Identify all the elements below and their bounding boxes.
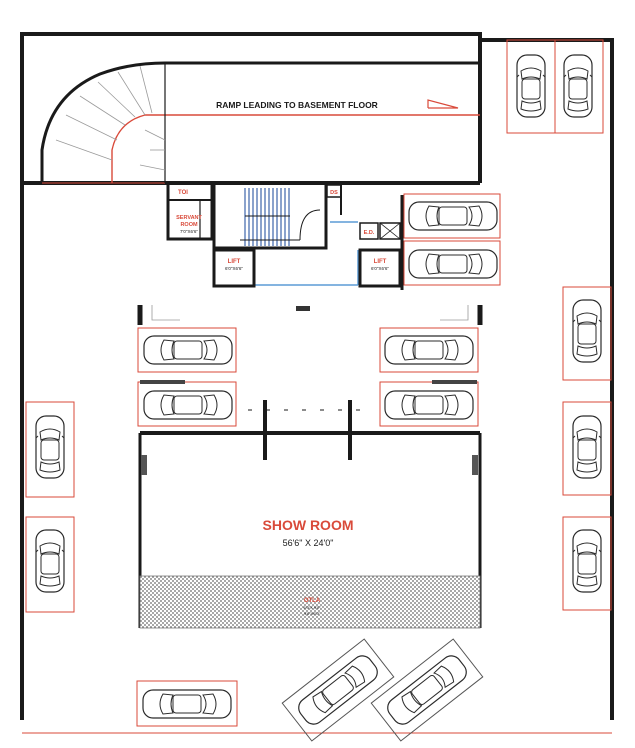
parking-slot-left-1	[25, 401, 75, 498]
stair-treads	[244, 188, 290, 246]
parking-slot-center-left-1	[137, 327, 237, 373]
parking-slot-left-2	[25, 516, 75, 613]
otla-size-2: 9'6"X6'0"	[304, 611, 321, 616]
electrical-duct-label: E.D.	[364, 230, 375, 236]
servant-room-label-2: ROOM	[180, 222, 198, 228]
servant-room-label: SERVANT	[176, 215, 202, 221]
showroom: SHOW ROOM 56'6" X 24'0" OTLA 6'0"X 9'0" …	[137, 305, 483, 629]
parking-slot-top-right-1	[506, 39, 556, 134]
parking-slot-right-3	[562, 516, 612, 611]
parking-slot-mid-right-1	[403, 193, 501, 239]
duct-label: DS	[330, 190, 338, 196]
parking-slot-right-1	[562, 286, 612, 381]
parking-slot-right-2	[562, 401, 612, 496]
parking-slot-top-right-2	[554, 39, 604, 134]
otla-label: OTLA	[304, 598, 321, 604]
lift-left-label: LIFT	[228, 259, 241, 265]
toilet-label: TOI	[178, 190, 188, 196]
parking-slot-bottom-left	[136, 680, 238, 727]
parking	[25, 39, 612, 742]
showroom-title: SHOW ROOM	[263, 517, 354, 533]
parking-slot-mid-right-2	[403, 240, 501, 286]
parking-slot-bottom-diagonal-1	[281, 638, 395, 742]
parking-slot-center-right-1	[379, 327, 479, 373]
parking-slot-center-right-2	[379, 380, 479, 427]
core-area: TOI SERVANT ROOM 7'0"X6'6" DS LIFT 6'0"X…	[166, 181, 404, 311]
otla-size-1: 6'0"X 9'0"	[303, 605, 321, 610]
lift-left-size: 6'0"X6'6"	[225, 266, 243, 271]
servant-room-size: 7'0"X6'6"	[180, 229, 198, 234]
lift-right-size: 6'0"X6'6"	[371, 266, 389, 271]
parking-slot-bottom-diagonal-2	[370, 638, 484, 742]
outer-walls	[20, 32, 614, 734]
showroom-size: 56'6" X 24'0"	[283, 538, 334, 548]
ramp-label: RAMP LEADING TO BASEMENT FLOOR	[216, 100, 378, 110]
parking-slot-center-left-2	[137, 380, 237, 427]
lift-right-label: LIFT	[374, 259, 387, 265]
ramp-area: RAMP LEADING TO BASEMENT FLOOR	[22, 61, 480, 185]
